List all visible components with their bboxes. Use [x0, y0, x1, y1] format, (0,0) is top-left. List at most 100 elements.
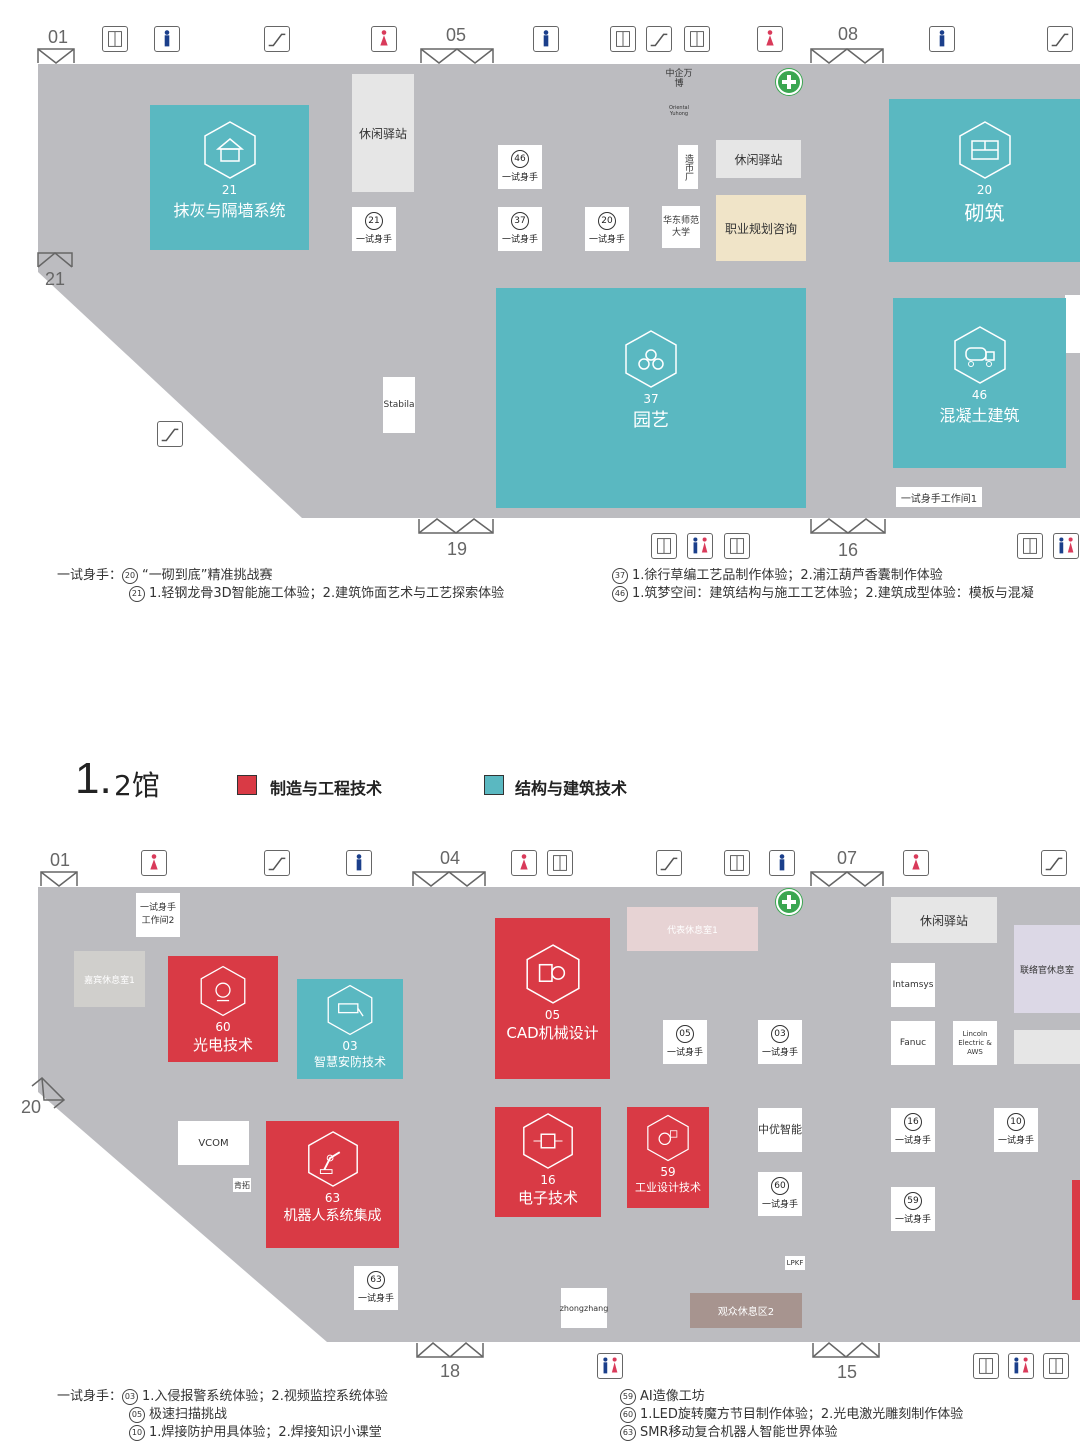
first-aid-icon — [776, 69, 802, 95]
elevator-icon — [1017, 533, 1043, 559]
zone-industrial-design[interactable]: 59 工业设计技术 — [627, 1107, 709, 1208]
zone-label: 园艺 — [633, 410, 669, 431]
escalator-icon — [264, 850, 290, 876]
zone-number: 21 — [221, 183, 238, 197]
booth-unlabeled[interactable] — [1014, 1030, 1080, 1064]
delegate-lounge-1[interactable]: 代表休息室1 — [627, 907, 758, 951]
womens-restroom-icon — [511, 850, 537, 876]
booth-zhongzhang[interactable]: zhongzhang — [560, 1288, 608, 1328]
lamp-icon — [200, 965, 246, 1017]
booth-zhongyou[interactable]: 中优智能 — [758, 1108, 802, 1152]
booth-oriental-yuhong[interactable]: Oriental Yuhong — [668, 105, 690, 117]
booth-kentuo[interactable]: 肯拓 — [233, 1178, 251, 1192]
house-icon — [203, 121, 256, 179]
gate-20: 20 — [20, 1097, 42, 1117]
elevator-icon — [684, 26, 710, 52]
booth-stabila[interactable]: Stabila — [383, 377, 415, 433]
womens-restroom-icon — [371, 26, 397, 52]
booth-lincoln-electric[interactable]: Lincoln Electric & AWS — [953, 1021, 997, 1065]
zone-label: 智慧安防技术 — [313, 1055, 386, 1069]
zone-robotics[interactable]: 63 机器人系统集成 — [266, 1121, 399, 1248]
legend-swatch-structure — [484, 775, 504, 795]
robot-arm-icon — [307, 1131, 358, 1187]
door-icon — [412, 871, 486, 887]
booth-intamsys[interactable]: Intamsys — [891, 963, 935, 1007]
zone-number: 46 — [971, 388, 988, 402]
audience-lounge-2[interactable]: 观众休息区2 — [690, 1293, 802, 1328]
booth-lpkf[interactable]: LPKF — [785, 1256, 805, 1270]
legend-swatch-manufacturing — [237, 775, 257, 795]
elevator-icon — [1043, 1353, 1069, 1379]
booth-zhongqi[interactable]: 中企万博 — [665, 69, 693, 89]
zone-optoelectronics[interactable]: 60 光电技术 — [168, 956, 278, 1062]
elevator-icon — [610, 26, 636, 52]
gate-05: 05 — [445, 25, 467, 45]
elevator-icon — [973, 1353, 999, 1379]
door-icon — [31, 1076, 66, 1109]
rest-station[interactable]: 休闲驿站 — [352, 74, 414, 192]
zone-smart-security[interactable]: 03 智慧安防技术 — [297, 979, 403, 1079]
door-icon — [40, 871, 78, 887]
design-icon — [647, 1114, 689, 1162]
mens-restroom-icon — [533, 26, 559, 52]
door-icon — [416, 1342, 484, 1358]
liaison-lounge[interactable]: 联络官休息室 — [1014, 925, 1080, 1013]
door-icon — [37, 252, 73, 268]
restroom-icon — [1053, 533, 1079, 559]
door-icon — [810, 518, 886, 534]
rest-station[interactable]: 休闲驿站 — [891, 897, 997, 943]
zone-plastering-partition[interactable]: 21 抹灰与隔墙系统 — [150, 105, 309, 250]
zone-electronics[interactable]: 16 电子技术 — [495, 1107, 601, 1217]
legend-structure: 结构与建筑技术 — [515, 779, 628, 798]
zone-label: 电子技术 — [517, 1189, 578, 1207]
zone-label: 砌筑 — [964, 201, 1005, 225]
gate-08: 08 — [837, 24, 859, 44]
rest-station[interactable]: 休闲驿站 — [716, 140, 801, 178]
zone-number: 63 — [324, 1191, 341, 1205]
restroom-icon — [597, 1353, 623, 1379]
workshop-1[interactable]: 一试身手工作间1 — [896, 487, 982, 507]
zone-label: 混凝土建筑 — [939, 406, 1020, 425]
escalator-icon — [646, 26, 672, 52]
zone-number: 16 — [540, 1173, 556, 1187]
zone-masonry[interactable]: 20 砌筑 — [889, 99, 1080, 262]
zone-concrete[interactable]: 46 混凝土建筑 — [893, 298, 1066, 468]
career-consulting[interactable]: 职业规划咨询 — [716, 195, 806, 261]
womens-restroom-icon — [757, 26, 783, 52]
zone-horticulture[interactable]: 37 园艺 — [496, 288, 806, 508]
workshop-2[interactable]: 一试身手工作间2 — [136, 893, 180, 937]
booth-zaobi[interactable]: 造币厂 — [678, 145, 698, 189]
restroom-icon — [1008, 1353, 1034, 1379]
zone-label: 机器人系统集成 — [283, 1208, 382, 1224]
booth-fanuc[interactable]: Fanuc — [891, 1021, 935, 1065]
gate-01: 01 — [49, 850, 71, 870]
gate-15: 15 — [836, 1362, 858, 1382]
gear-icon — [525, 944, 580, 1004]
zone-cad-design[interactable]: 05 CAD机械设计 — [495, 918, 610, 1079]
guest-lounge-1[interactable]: 嘉宾休息室1 — [74, 951, 145, 1007]
first-aid-icon — [776, 889, 802, 915]
legend-manufacturing: 制造与工程技术 — [270, 779, 383, 798]
zone-number: 59 — [660, 1165, 676, 1179]
zone-label: 光电技术 — [192, 1036, 253, 1054]
booth-huadong[interactable]: 华东师范大学 — [662, 206, 700, 248]
gate-16: 16 — [837, 540, 859, 560]
mixer-truck-icon — [953, 326, 1006, 384]
restroom-icon — [687, 533, 713, 559]
booth-vcom[interactable]: VCOM — [178, 1121, 249, 1165]
escalator-icon — [656, 850, 682, 876]
